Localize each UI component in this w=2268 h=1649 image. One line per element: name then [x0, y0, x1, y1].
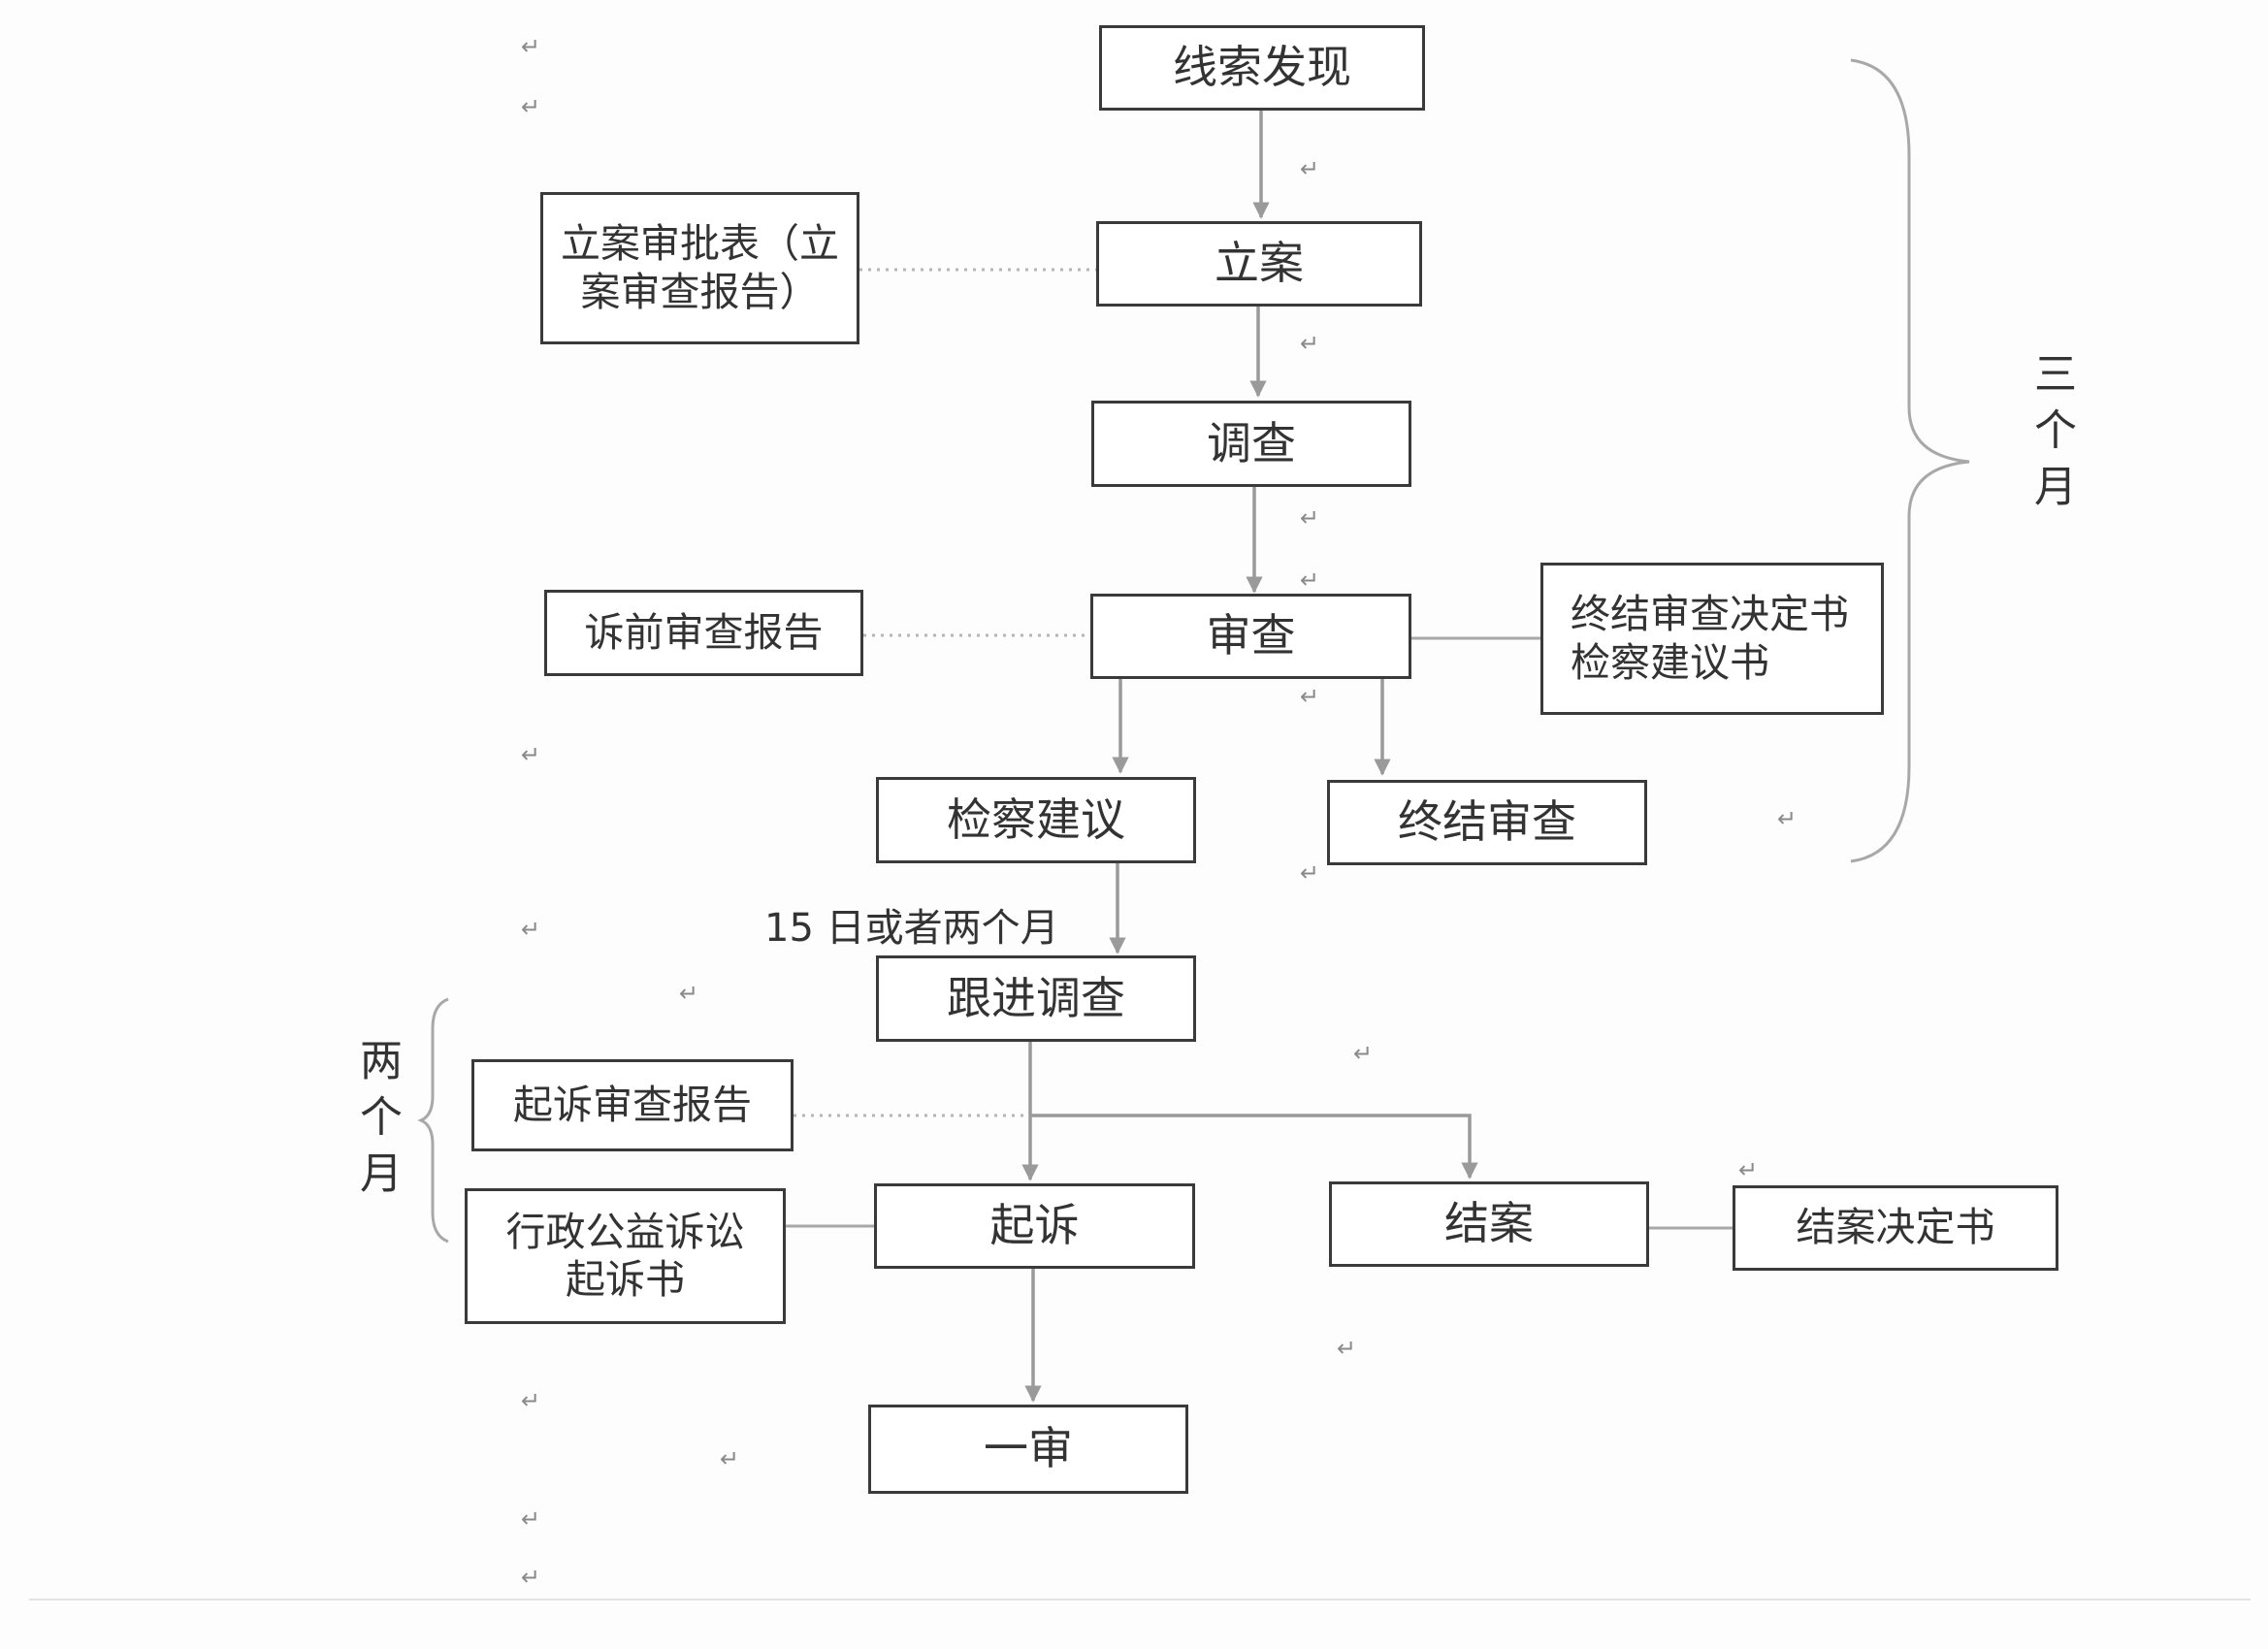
paragraph-mark-icon: ↵ [1300, 330, 1320, 357]
node-close-case: 结案 [1329, 1181, 1649, 1267]
brace-three-months [1850, 58, 1970, 863]
node-clue-discovery: 线索发现 [1099, 25, 1425, 111]
two-months-label: 两个月 [352, 1038, 402, 1207]
paragraph-mark-icon: ↵ [1738, 1156, 1759, 1183]
paragraph-mark-icon: ↵ [679, 980, 699, 1007]
node-label: 调查 [1207, 416, 1296, 469]
doc-label: 终结审查决定书 检察建议书 [1571, 591, 1849, 686]
doc-label: 结案决定书 [1796, 1204, 1995, 1251]
doc-label: 行政公益诉讼 起诉书 [505, 1208, 745, 1303]
node-label: 起诉 [989, 1199, 1080, 1252]
paragraph-mark-icon: ↵ [521, 1387, 541, 1414]
paragraph-mark-icon: ↵ [1300, 859, 1320, 887]
node-investigate: 调查 [1091, 401, 1411, 487]
arrow-follow-up-to-close-case [1030, 1114, 1478, 1180]
doc-filing-approval-form: 立案审批表（立 案审查报告） [540, 192, 859, 344]
doc-pretrial-review-report: 诉前审查报告 [544, 590, 863, 676]
node-terminate-review: 终结审查 [1327, 780, 1647, 865]
deadline-label: 15 日或者两个月 [764, 906, 1059, 951]
three-months-label: 三个月 [2026, 351, 2076, 520]
doc-prosecution-review-report: 起诉审查报告 [471, 1059, 794, 1151]
paragraph-mark-icon: ↵ [521, 33, 541, 60]
node-file-case: 立案 [1096, 221, 1422, 307]
node-first-instance: 一审 [868, 1405, 1188, 1494]
node-label: 跟进调查 [947, 971, 1125, 1024]
doc-label: 诉前审查报告 [584, 608, 824, 656]
node-label: 检察建议 [947, 792, 1125, 846]
node-follow-up-investigation: 跟进调查 [876, 955, 1196, 1042]
doc-label: 起诉审查报告 [513, 1081, 752, 1128]
node-label: 立案 [1215, 237, 1304, 290]
page-edge-line [29, 1599, 2251, 1600]
doc-indictment: 行政公益诉讼 起诉书 [465, 1188, 786, 1324]
paragraph-mark-icon: ↵ [521, 1505, 541, 1533]
node-label: 终结审查 [1398, 795, 1576, 849]
node-review: 审查 [1090, 594, 1411, 679]
node-label: 审查 [1206, 609, 1296, 663]
doc-closing-decision: 结案决定书 [1733, 1185, 2058, 1271]
paragraph-mark-icon: ↵ [521, 1564, 541, 1591]
node-procuratorial-advice: 检察建议 [876, 777, 1196, 863]
node-label: 一审 [984, 1422, 1073, 1475]
paragraph-mark-icon: ↵ [1300, 155, 1320, 182]
paragraph-mark-icon: ↵ [1300, 566, 1320, 594]
doc-label: 立案审批表（立 案审查报告） [561, 220, 839, 315]
brace-two-months [417, 997, 449, 1244]
paragraph-mark-icon: ↵ [1337, 1335, 1357, 1362]
paragraph-mark-icon: ↵ [521, 741, 541, 768]
paragraph-mark-icon: ↵ [1353, 1040, 1374, 1067]
node-label: 结案 [1444, 1197, 1534, 1250]
paragraph-mark-icon: ↵ [1300, 683, 1320, 710]
paragraph-mark-icon: ↵ [1300, 504, 1320, 532]
paragraph-mark-icon: ↵ [521, 916, 541, 943]
node-label: 线索发现 [1173, 41, 1351, 94]
node-prosecute: 起诉 [874, 1183, 1195, 1269]
paragraph-mark-icon: ↵ [521, 93, 541, 120]
paragraph-mark-icon: ↵ [720, 1445, 740, 1472]
doc-termination-decision-and-advice: 终结审查决定书 检察建议书 [1540, 563, 1884, 715]
paragraph-mark-icon: ↵ [1777, 805, 1798, 832]
